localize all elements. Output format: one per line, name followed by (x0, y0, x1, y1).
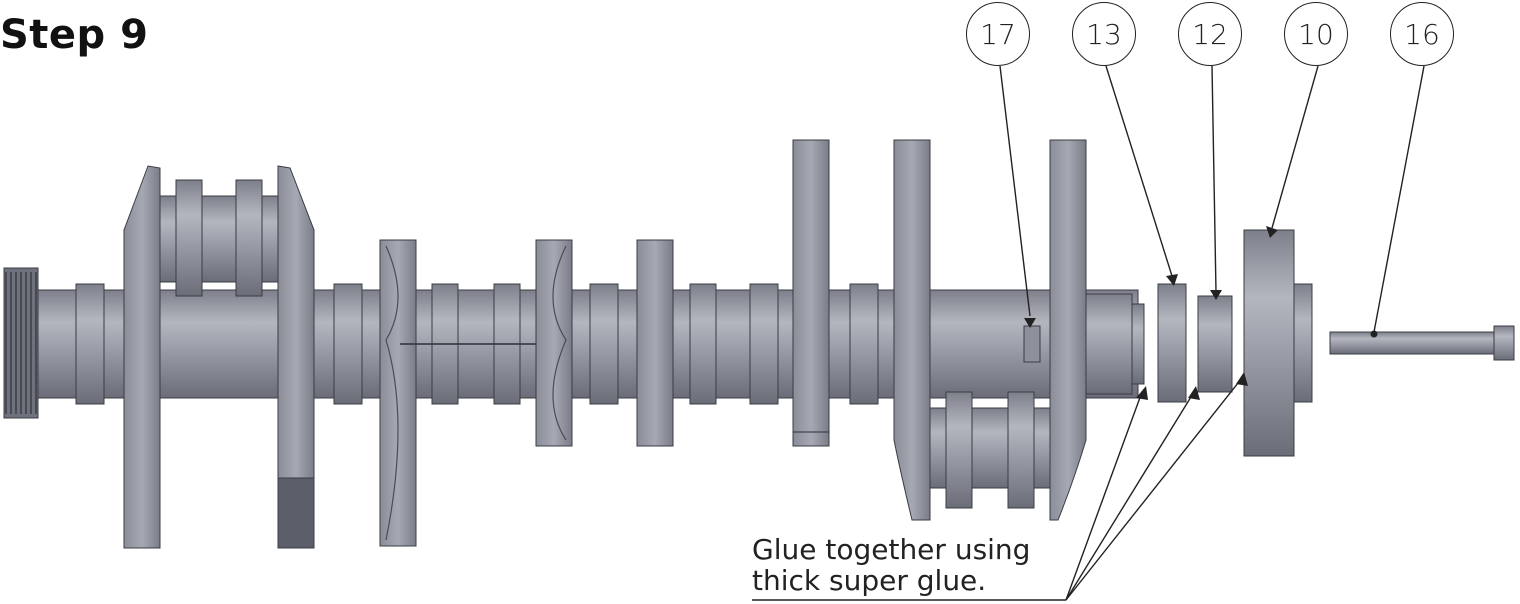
callout-17: 17 (966, 2, 1030, 66)
crank-web (893, 139, 931, 521)
crank-web (1049, 139, 1087, 521)
timing-gear (3, 267, 39, 419)
main-shaft (37, 289, 1139, 399)
part-13-spacer (1157, 283, 1187, 403)
callout-16: 16 (1390, 2, 1454, 66)
part-10-pulley (1243, 229, 1295, 457)
glue-note-line-2: thick super glue. (752, 564, 987, 597)
glue-note: Glue together using thick super glue. (752, 534, 1030, 596)
callout-12: 12 (1178, 2, 1242, 66)
callout-10: 10 (1284, 2, 1348, 66)
crank-web (123, 165, 161, 549)
exploded-parts (1023, 229, 1515, 457)
crank-web (792, 139, 830, 447)
part-16-bolt (1329, 331, 1497, 355)
callout-13: 13 (1072, 2, 1136, 66)
part-12-ring (1197, 295, 1233, 393)
crankshaft (3, 139, 1145, 549)
step-title: Step 9 (0, 12, 149, 58)
leader-lines (752, 65, 1425, 601)
glue-note-line-1: Glue together using (752, 533, 1031, 566)
crank-web (535, 239, 573, 447)
part-17-key (1023, 325, 1041, 363)
crank-web (636, 239, 674, 447)
leader-arrowheads (1024, 226, 1378, 400)
